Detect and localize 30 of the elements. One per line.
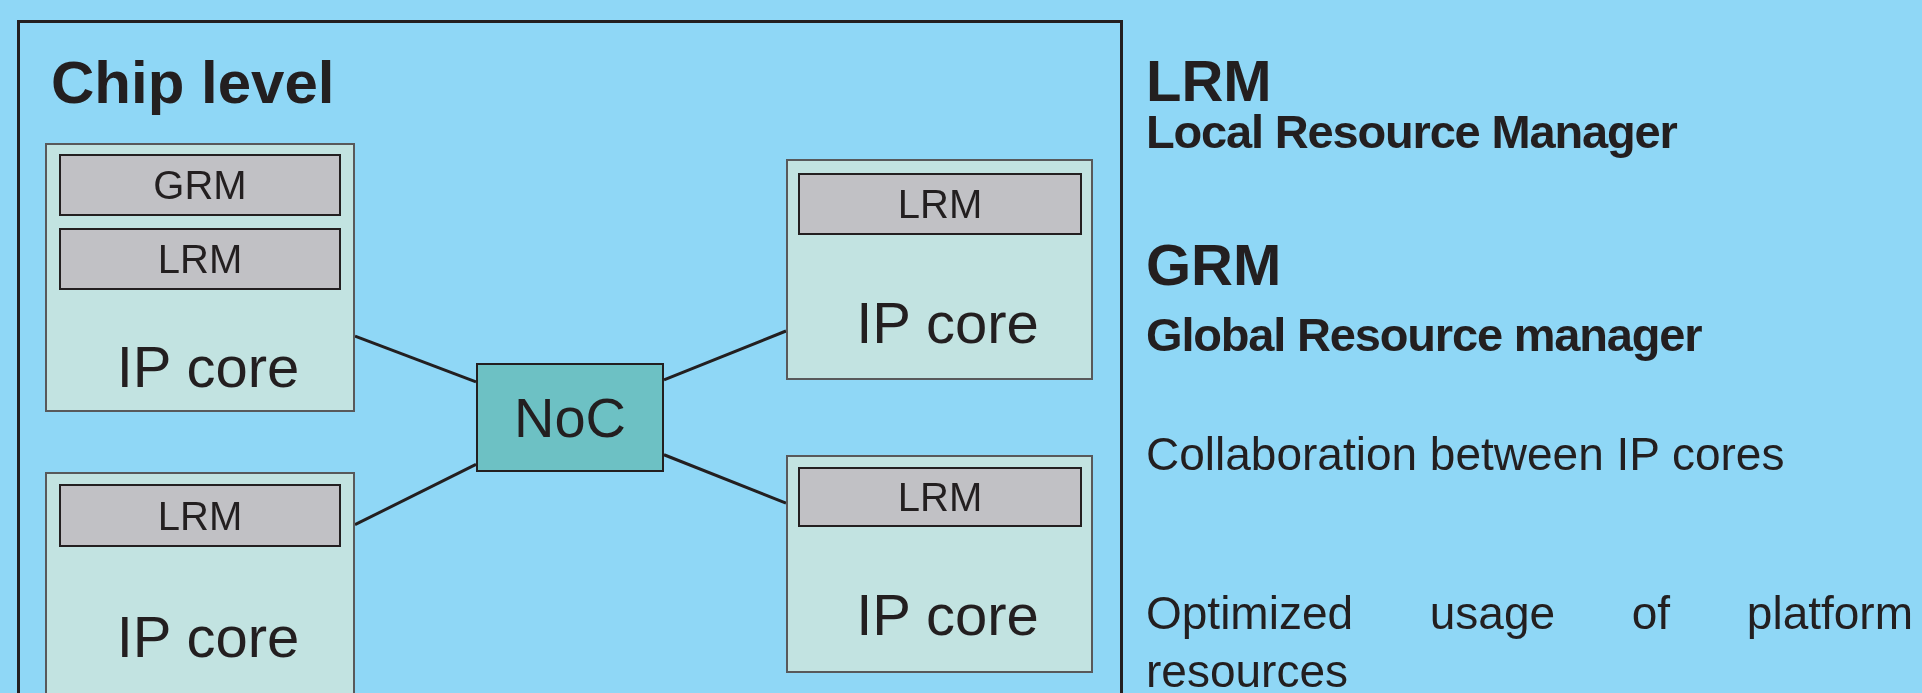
manager-box <box>59 484 341 547</box>
note-text: Collaboration between IP cores <box>1146 431 1785 477</box>
ip-core-box <box>45 143 355 412</box>
connector-line <box>354 463 477 527</box>
box-label: LRM <box>897 184 983 224</box>
box-label: NoC <box>514 389 626 446</box>
note-text: Optimized usage of platform resources <box>1146 586 1913 693</box>
connector-line <box>354 334 477 384</box>
chip-frame <box>17 20 1123 693</box>
abbreviation-heading: GRM <box>1146 236 1282 294</box>
box-label: LRM <box>157 495 243 536</box>
box-label: LRM <box>157 239 243 279</box>
ip-core-box <box>786 159 1093 380</box>
connector-line <box>663 453 787 505</box>
manager-box <box>798 173 1082 235</box>
abbreviation-heading: LRM <box>1146 52 1272 110</box>
frame-title: Chip level <box>51 53 335 113</box>
box-label: IP core <box>115 608 301 666</box>
box-label: LRM <box>897 477 983 517</box>
box-label: GRM <box>153 165 247 205</box>
box-label: IP core <box>115 338 301 396</box>
manager-box <box>59 228 341 290</box>
ip-core-box <box>786 455 1093 673</box>
connector-line <box>663 329 787 382</box>
noc-box <box>476 363 664 472</box>
ip-core-box <box>45 472 355 693</box>
box-label: IP core <box>855 294 1040 352</box>
manager-box <box>798 467 1082 527</box>
box-label: IP core <box>855 586 1040 644</box>
manager-box <box>59 154 341 216</box>
